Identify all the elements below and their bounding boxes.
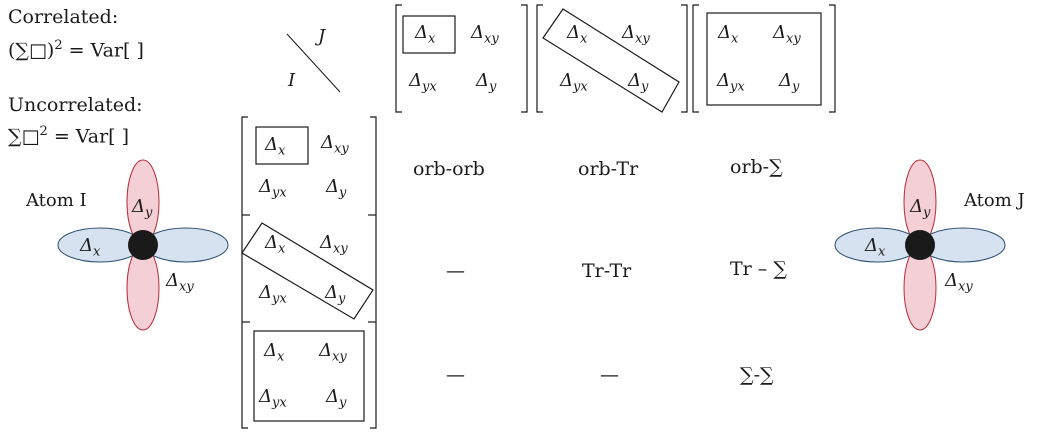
top-matrix-1 [395, 4, 528, 113]
cell-sum-tr-dash: — [600, 364, 619, 386]
cell-dyx: Δyx [409, 70, 437, 95]
uncorrelated-lhs: ∑□ [8, 125, 40, 148]
cell-dxy: Δxy [319, 340, 347, 365]
top-matrix-3 [692, 4, 836, 113]
correlated-formula: (∑□)2 = Var[ ] [8, 38, 144, 61]
cell-dxy: Δxy [321, 132, 349, 157]
orbital-label-dx-left: Δx [80, 235, 101, 260]
cell-dy: Δy [779, 70, 800, 95]
j-label: J [318, 26, 326, 47]
cell-tr-tr: Tr-Tr [582, 260, 632, 282]
box-dx-left1 [255, 126, 309, 165]
correlated-lhs: (∑□) [8, 39, 55, 62]
atom-right-orbitals [834, 159, 1006, 331]
cell-dxy: Δxy [622, 22, 650, 47]
cell-dx: Δx [415, 22, 436, 47]
cell-dx: Δx [265, 134, 286, 159]
cell-sum-orb-dash: — [446, 364, 465, 386]
cell-dy: Δy [476, 70, 497, 95]
i-label: I [288, 70, 296, 91]
cell-dyx: Δyx [259, 282, 287, 307]
atom-left-label: Atom I [26, 190, 87, 211]
cell-sum-sum: ∑-∑ [740, 364, 774, 386]
cell-tr-orb-dash: — [446, 260, 465, 282]
cell-orb-tr: orb-Tr [578, 158, 639, 180]
cell-dxy: Δxy [471, 22, 499, 47]
box-dx-top1 [402, 15, 456, 54]
correlated-exp: 2 [54, 38, 63, 53]
corner-diagonal [286, 33, 341, 93]
uncorrelated-exp: 2 [39, 124, 48, 139]
cell-dy: Δy [326, 386, 347, 411]
correlated-rhs: = Var[ ] [62, 39, 144, 62]
uncorrelated-label: Uncorrelated: [8, 94, 143, 116]
cell-dy: Δy [628, 70, 649, 95]
uncorrelated-formula: ∑□2 = Var[ ] [8, 124, 129, 147]
orbital-label-dxy-left: Δxy [166, 270, 194, 295]
nucleus-right [905, 230, 935, 260]
cell-dy: Δy [325, 282, 346, 307]
box-diagonal-left2 [241, 222, 374, 320]
correlated-label: Correlated: [8, 6, 119, 28]
cell-dyx: Δyx [259, 386, 287, 411]
top-matrix-2 [536, 4, 688, 113]
box-full-left3 [253, 330, 365, 422]
cell-orb-sum: orb-∑ [730, 156, 783, 178]
cell-orb-orb: orb-orb [413, 158, 485, 180]
cell-dx: Δx [718, 22, 739, 47]
orbital-label-dy-left: Δy [132, 196, 153, 221]
cell-dxy: Δxy [320, 232, 348, 257]
orbital-label-dy-right: Δy [910, 196, 931, 221]
atom-left-orbitals [57, 159, 229, 331]
cell-dx: Δx [567, 22, 588, 47]
left-matrix-column [241, 116, 377, 429]
cell-dy: Δy [326, 176, 347, 201]
cell-dx: Δx [264, 340, 285, 365]
cell-tr-sum: Tr – ∑ [730, 258, 787, 280]
orbital-label-dx-right: Δx [865, 235, 886, 260]
cell-dyx: Δyx [560, 70, 588, 95]
orbital-label-dxy-right: Δxy [945, 270, 973, 295]
atom-right-label: Atom J [964, 190, 1025, 211]
uncorrelated-rhs: = Var[ ] [47, 125, 130, 148]
cell-dyx: Δyx [259, 176, 287, 201]
box-full-top3 [706, 12, 822, 106]
cell-dxy: Δxy [773, 22, 801, 47]
cell-dyx: Δyx [717, 70, 745, 95]
cell-dx: Δx [265, 232, 286, 257]
box-diagonal-top2 [542, 8, 680, 113]
nucleus-left [128, 230, 158, 260]
